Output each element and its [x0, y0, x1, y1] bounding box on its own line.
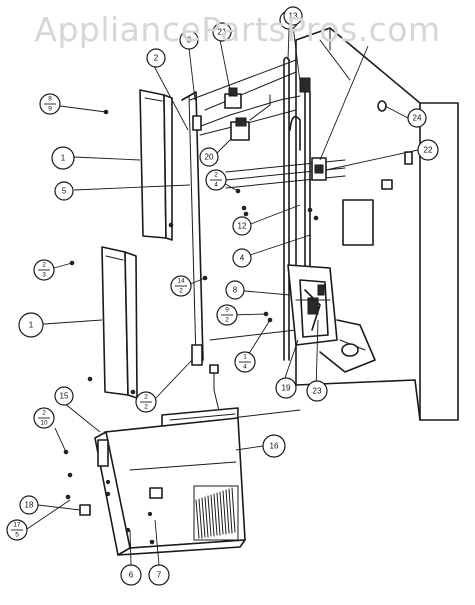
wire-harness: [195, 87, 301, 141]
callout-21: 21: [212, 22, 232, 42]
fraction-callout-8-9: 8 9: [39, 93, 107, 115]
callout-20: 20: [199, 147, 219, 167]
fraction-callout-9-2: 9 2: [216, 304, 238, 326]
svg-text:2: 2: [225, 317, 229, 324]
svg-text:7: 7: [157, 571, 162, 580]
fraction-callout-14-2: 14 2: [170, 275, 192, 297]
callout-1-lower: 1: [18, 312, 44, 338]
leader-lines: [26, 25, 419, 566]
svg-text:5: 5: [62, 187, 67, 196]
valve-bracket: [311, 157, 327, 181]
fraction-callout-17-5: 17 5: [6, 519, 28, 541]
grille-vents: [193, 485, 239, 541]
lower-bracket: [191, 344, 221, 416]
svg-text:14: 14: [177, 278, 185, 285]
svg-text:5: 5: [15, 532, 19, 539]
svg-text:1: 1: [29, 321, 34, 330]
fraction-callout-2-2: 2 2: [135, 391, 157, 413]
callout-13: 13: [283, 6, 303, 26]
callout-4: 4: [232, 248, 252, 268]
center-duct: [181, 91, 204, 361]
callout-24: 24: [407, 108, 427, 128]
callout-16: 16: [262, 434, 286, 458]
callout-12: 12: [232, 216, 252, 236]
callout-3: 3: [179, 30, 199, 50]
svg-text:9: 9: [225, 307, 229, 314]
callout-22: 22: [417, 139, 439, 161]
wall-plate: [342, 199, 374, 246]
grille-end-bracket: [97, 439, 109, 467]
callout-8: 8: [225, 280, 245, 300]
part-18-clip: [79, 504, 91, 516]
wall-tab: [404, 151, 413, 165]
svg-text:4: 4: [243, 364, 247, 371]
svg-text:2: 2: [144, 394, 148, 401]
svg-text:23: 23: [313, 387, 322, 396]
svg-text:1: 1: [243, 354, 247, 361]
callout-15: 15: [54, 386, 74, 406]
dispenser-cavity: [287, 264, 376, 373]
tube-assembly: [289, 77, 311, 301]
svg-text:16: 16: [270, 442, 279, 451]
svg-text:24: 24: [413, 114, 422, 123]
wall-clip: [381, 179, 393, 190]
svg-text:12: 12: [238, 222, 247, 231]
screws: [63, 109, 319, 545]
fraction-callout-2-4: 2 4: [205, 169, 227, 191]
svg-text:2: 2: [154, 54, 159, 63]
callout-19: 19: [275, 377, 297, 399]
grille-tab: [149, 487, 163, 499]
svg-text:2: 2: [179, 288, 183, 295]
upper-side-panel: [139, 89, 173, 241]
svg-text:10: 10: [40, 420, 48, 427]
svg-text:3: 3: [42, 272, 46, 279]
svg-text:15: 15: [60, 392, 69, 401]
fraction-callout-1-4: 1 4: [234, 351, 256, 373]
svg-text:17: 17: [13, 522, 21, 529]
svg-text:4: 4: [240, 254, 245, 263]
callout-1-upper: 1: [51, 146, 75, 170]
svg-text:4: 4: [214, 182, 218, 189]
svg-text:8: 8: [233, 286, 238, 295]
callout-23: 23: [306, 380, 328, 402]
duct-clip: [192, 115, 202, 131]
svg-text:6: 6: [129, 571, 134, 580]
fraction-callout-2-10: 2 10: [33, 407, 55, 429]
cabinet-wall: [295, 27, 459, 421]
vertical-tube: [283, 56, 290, 361]
svg-text:19: 19: [282, 384, 291, 393]
svg-text:18: 18: [25, 501, 34, 510]
svg-text:20: 20: [205, 153, 214, 162]
fraction-callout-2-3: 2 3: [33, 259, 55, 281]
callout-6: 6: [120, 564, 142, 586]
callout-7: 7: [148, 564, 170, 586]
svg-text:2: 2: [42, 410, 46, 417]
svg-text:2: 2: [144, 404, 148, 411]
svg-text:8: 8: [48, 96, 52, 103]
grille-panel: [94, 417, 246, 556]
svg-text:2: 2: [42, 262, 46, 269]
hinge-screw: [377, 100, 387, 112]
svg-text:13: 13: [289, 12, 298, 21]
lower-side-panel: [101, 246, 138, 399]
callout-18: 18: [19, 495, 39, 515]
callout-5: 5: [54, 181, 74, 201]
svg-text:3: 3: [187, 36, 192, 45]
callout-2: 2: [146, 48, 166, 68]
svg-text:2: 2: [214, 172, 218, 179]
svg-text:1: 1: [61, 154, 66, 163]
svg-text:22: 22: [424, 146, 433, 155]
svg-text:9: 9: [48, 106, 52, 113]
svg-text:21: 21: [218, 28, 227, 37]
